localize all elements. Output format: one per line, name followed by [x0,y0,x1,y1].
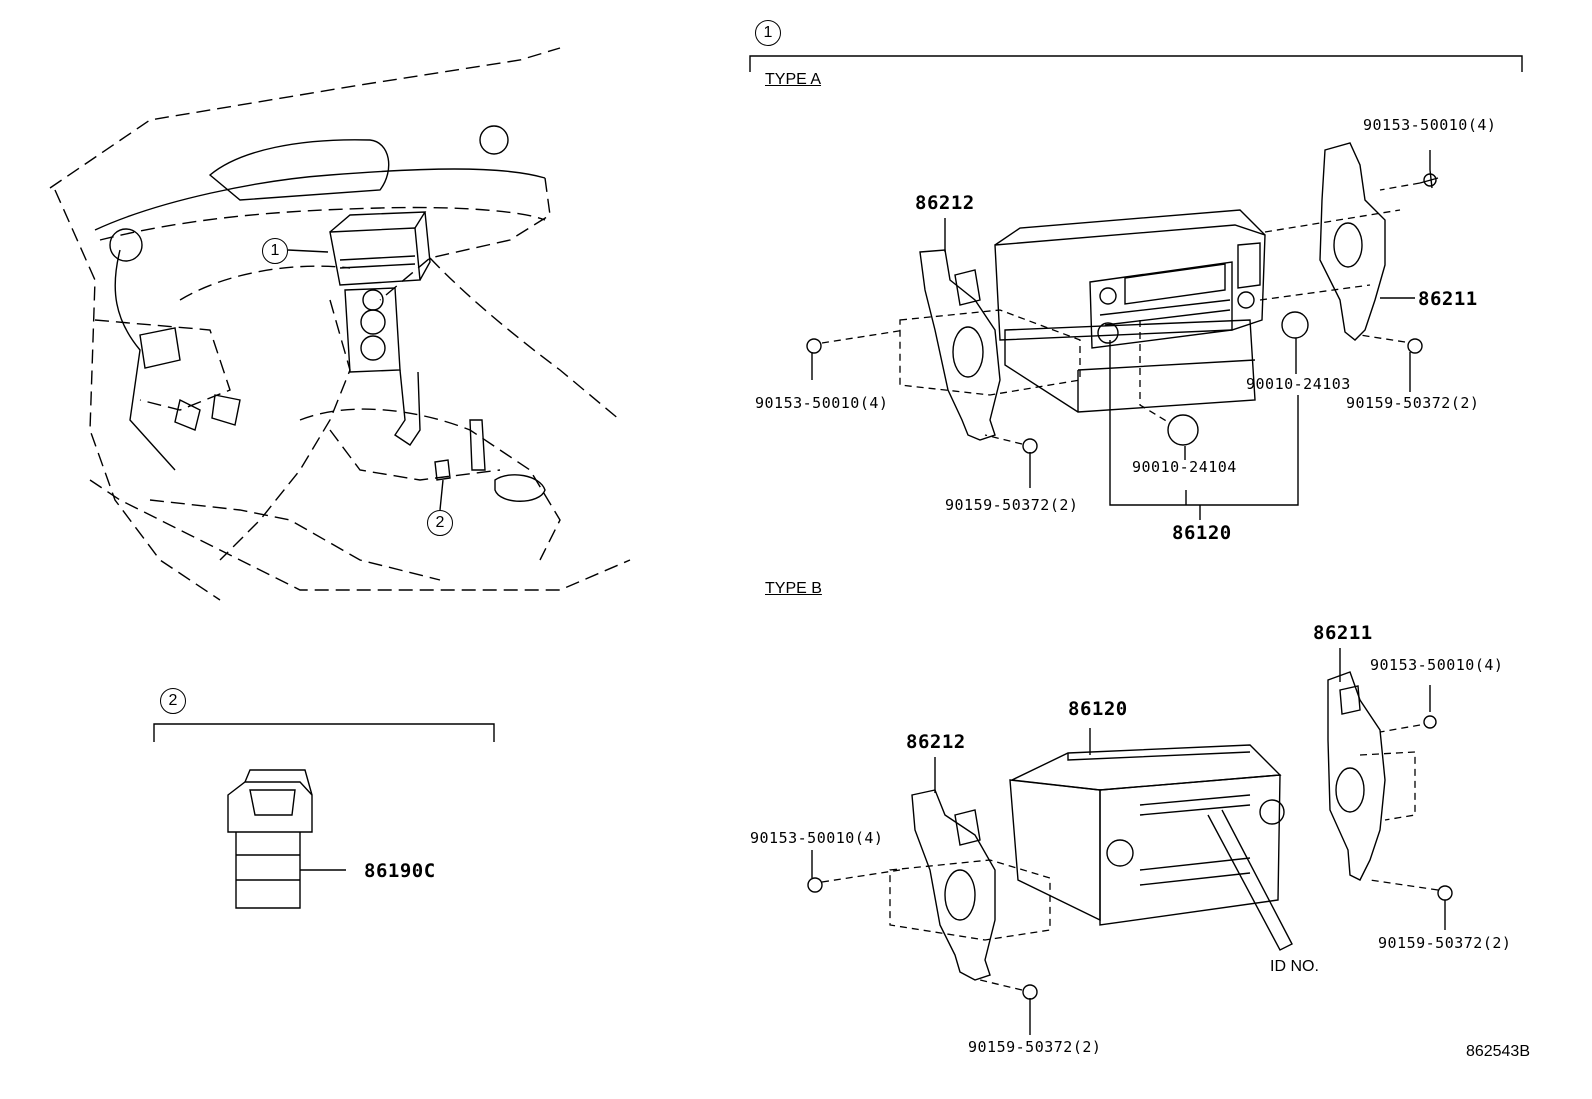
type-b-bracket-right: 86211 [1313,622,1373,644]
type-b-bolt-top-right: 90153-50010(4) [1370,656,1504,674]
type-b-screw-right: 90159-50372(2) [1378,934,1512,952]
type-b-heading: TYPE B [765,580,822,597]
group-1-callout: 1 [755,20,781,46]
drawing-code: 862543B [1465,1043,1530,1060]
type-a-bracket-left: 86212 [915,192,975,214]
type-a-knob-right: 90010-24103 [1246,375,1351,393]
type-a-knob-center: 90010-24104 [1132,458,1237,476]
type-a-screw-right: 90159-50372(2) [1346,394,1480,412]
type-b-assembly-drawing [807,648,1453,1035]
group-2-callout: 2 [160,688,186,714]
dashboard-overview-drawing [49,47,631,601]
type-a-bolt-left: 90153-50010(4) [755,394,889,412]
type-b-screw-left: 90159-50372(2) [968,1038,1102,1056]
switch-86190c-drawing [227,769,346,909]
group-2-bracket-line [153,723,495,742]
switch-part-number: 86190C [364,860,436,882]
type-a-bolt-top-right: 90153-50010(4) [1363,116,1497,134]
type-b-radio: 86120 [1068,698,1128,720]
dashboard-callout-1: 1 [262,238,288,264]
type-b-id-no: ID NO. [1270,958,1319,975]
group-1-bracket-line [749,55,1523,72]
dashboard-callout-2: 2 [427,510,453,536]
type-b-bolt-left: 90153-50010(4) [750,829,884,847]
type-a-bracket-right: 86211 [1418,288,1478,310]
type-a-radio: 86120 [1172,522,1232,544]
type-b-bracket-left: 86212 [906,731,966,753]
type-a-assembly-drawing [806,142,1439,520]
type-a-screw-left: 90159-50372(2) [945,496,1079,514]
type-a-heading: TYPE A [765,71,822,88]
